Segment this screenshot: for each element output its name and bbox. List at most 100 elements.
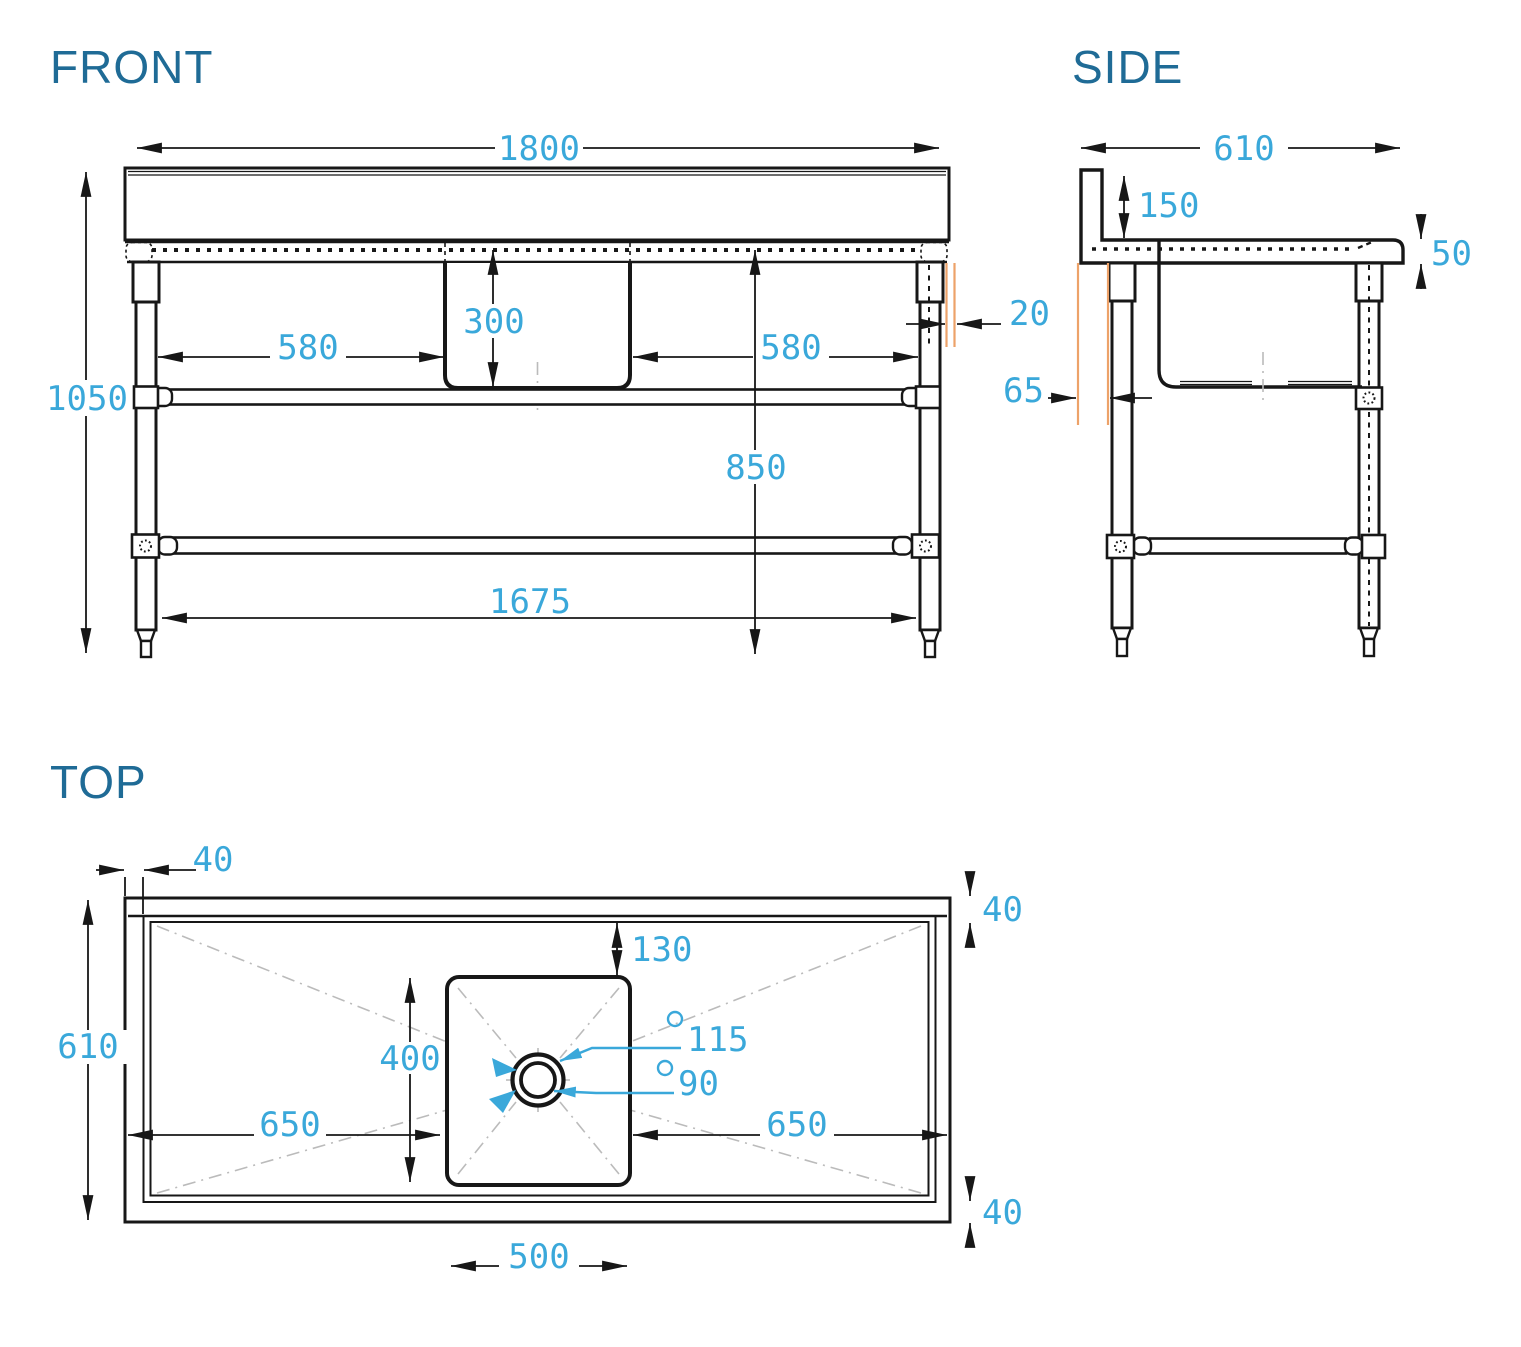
svg-text:65: 65 xyxy=(1003,371,1044,411)
front-upper-rail-left-bracket xyxy=(132,385,160,410)
front-view-title: FRONT xyxy=(50,41,213,93)
side-rear-foot-pin xyxy=(1362,637,1376,658)
front-lower-left-bolt-icon xyxy=(139,539,152,553)
front-view: FRONT xyxy=(43,41,1050,659)
side-rail-right-bracket xyxy=(1360,533,1387,560)
side-worktop-profile xyxy=(1079,168,1405,265)
front-right-foot xyxy=(919,628,941,643)
side-view: SIDE xyxy=(1003,41,1472,658)
svg-text:580: 580 xyxy=(760,328,821,368)
svg-text:650: 650 xyxy=(259,1105,320,1145)
svg-text:300: 300 xyxy=(463,302,524,342)
front-dim-worktop-height: 850 xyxy=(720,250,790,654)
svg-text:1675: 1675 xyxy=(489,582,571,622)
side-upper-bolt-icon xyxy=(1362,391,1376,405)
svg-text:1050: 1050 xyxy=(46,379,128,419)
side-dim-rear-gap: 65 xyxy=(1003,371,1152,411)
svg-text:610: 610 xyxy=(1213,129,1274,169)
top-dim-edge-top: 40 xyxy=(964,871,1023,948)
front-left-leg xyxy=(134,300,158,632)
side-rear-foot xyxy=(1358,626,1380,641)
front-lower-rail-right-cap xyxy=(891,535,914,556)
front-dim-overall-width: 1800 xyxy=(137,129,939,169)
svg-text:610: 610 xyxy=(57,1027,118,1067)
side-rail xyxy=(1148,537,1348,555)
svg-text:500: 500 xyxy=(508,1237,569,1277)
svg-text:400: 400 xyxy=(379,1039,440,1079)
front-lower-rail-left-cap xyxy=(156,535,179,556)
top-drain-inner-circle xyxy=(519,1061,557,1099)
side-view-title: SIDE xyxy=(1072,41,1183,93)
front-worktop-right-cap xyxy=(920,241,948,263)
top-dim-bowl-depth: 400 xyxy=(377,978,445,1182)
top-drain-arrow-icon xyxy=(489,1090,516,1113)
diameter-symbol-icon xyxy=(666,1010,684,1028)
top-view: TOP 115 90 xyxy=(45,756,1023,1277)
svg-text:1800: 1800 xyxy=(498,129,580,169)
front-lower-right-bolt-icon xyxy=(919,539,932,553)
top-dim-bowl-width: 500 xyxy=(451,1237,627,1277)
svg-text:40: 40 xyxy=(982,890,1023,930)
front-right-foot-pin xyxy=(923,639,937,659)
top-drain-outer-leader xyxy=(559,1046,681,1063)
side-front-leg xyxy=(1110,299,1134,630)
front-worktop-left-cap xyxy=(125,241,153,263)
front-left-foot xyxy=(135,628,157,643)
svg-text:50: 50 xyxy=(1431,234,1472,274)
front-upper-rail xyxy=(168,388,906,406)
front-right-leg xyxy=(918,300,942,632)
top-dim-drain-outer: 115 xyxy=(687,1020,748,1060)
front-dim-panel-gap: 20 xyxy=(906,294,1050,334)
side-rail-left-cap xyxy=(1131,536,1153,556)
top-dim-edge-bottom: 40 xyxy=(964,1176,1023,1248)
svg-text:150: 150 xyxy=(1138,186,1199,226)
front-dim-leg-span: 1675 xyxy=(162,582,916,624)
front-left-foot-pin xyxy=(139,639,153,659)
top-dim-edge-left: 40 xyxy=(96,840,233,914)
front-dim-overall-height: 1050 xyxy=(43,172,131,653)
front-dim-bowl-right-offset: 580 xyxy=(633,328,918,368)
svg-text:40: 40 xyxy=(982,1193,1023,1233)
side-front-foot xyxy=(1111,626,1133,641)
top-dim-left-drainer: 650 xyxy=(128,1105,440,1145)
side-sink-bowl xyxy=(1157,241,1362,389)
side-rail-left-bracket xyxy=(1105,533,1136,560)
side-front-leg-collar xyxy=(1107,261,1137,303)
side-worktop-hidden-bend xyxy=(1357,240,1373,250)
svg-text:20: 20 xyxy=(1009,294,1050,334)
front-lower-rail xyxy=(161,536,909,555)
front-dim-bowl-left-offset: 580 xyxy=(158,328,444,368)
svg-text:850: 850 xyxy=(725,448,786,488)
side-front-foot-pin xyxy=(1115,637,1129,658)
top-view-title: TOP xyxy=(50,756,147,808)
diameter-symbol-icon xyxy=(656,1059,674,1077)
side-dim-worktop-thickness: 50 xyxy=(1415,214,1472,289)
svg-text:580: 580 xyxy=(277,328,338,368)
top-edge-inner-line xyxy=(142,917,937,1203)
side-rail-bolt-icon xyxy=(1114,540,1127,553)
side-rail-right-cap xyxy=(1343,536,1365,556)
front-splashback-panel xyxy=(123,166,951,242)
top-diagonal-centerline xyxy=(156,1109,448,1194)
top-diagonal-centerline xyxy=(629,1109,922,1194)
top-drain-inner-leader xyxy=(553,1086,674,1098)
side-dim-overall-depth: 610 xyxy=(1081,129,1400,169)
top-dim-right-drainer: 650 xyxy=(633,1105,947,1145)
front-dim-bowl-depth: 300 xyxy=(459,250,529,387)
front-upper-rail-right-bracket xyxy=(914,385,942,410)
top-dim-drain-inner: 90 xyxy=(678,1064,719,1104)
top-dim-bowl-top-inset: 130 xyxy=(611,923,692,975)
front-left-leg-collar xyxy=(131,260,161,304)
top-drain-arrow-icon xyxy=(492,1058,517,1077)
svg-text:130: 130 xyxy=(631,930,692,970)
top-dim-overall-depth: 610 xyxy=(45,900,131,1220)
top-edge-inner-line-2 xyxy=(149,921,930,1197)
side-dim-splashback-height: 150 xyxy=(1118,176,1199,238)
side-upper-bracket xyxy=(1354,386,1384,411)
top-sink-diagonal-centerline xyxy=(457,1101,517,1175)
front-lower-rail-right-bracket xyxy=(910,533,941,559)
svg-text:40: 40 xyxy=(193,840,234,880)
front-lower-rail-left-bracket xyxy=(130,533,161,559)
